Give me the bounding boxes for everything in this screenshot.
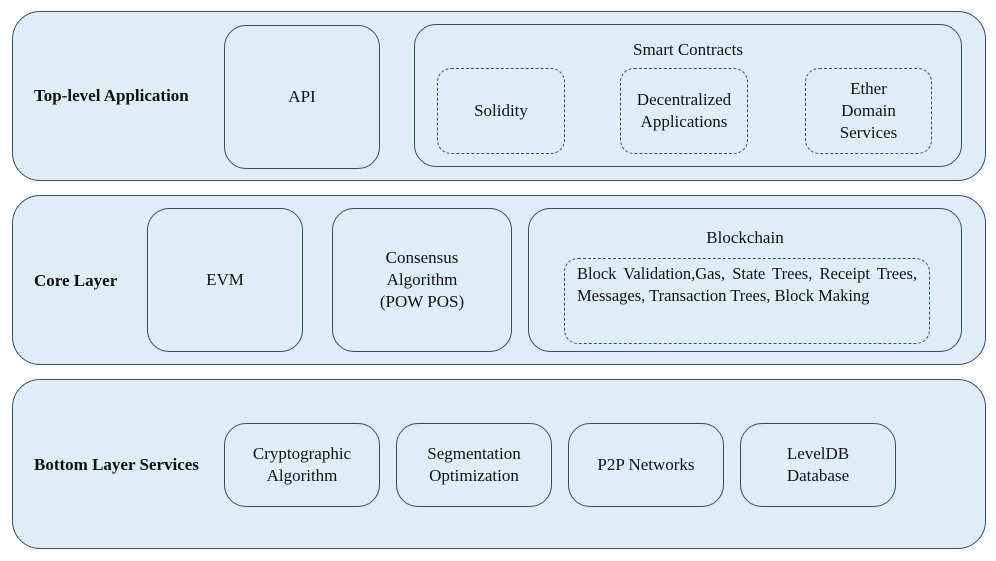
blockchain-group: Blockchain [528,208,962,352]
ether-domain-services-box: Ether Domain Services [805,68,932,154]
segmentation-optimization-box: Segmentation Optimization [396,423,552,507]
smart-contracts-title: Smart Contracts [632,40,743,59]
bottom-layer-services-label: Bottom Layer Services [34,455,199,474]
api-box: API [224,25,380,169]
cryptographic-algorithm-box: Cryptographic Algorithm [224,423,380,507]
core-layer-label: Core Layer [34,271,118,290]
blockchain-title: Blockchain [706,228,784,247]
leveldb-database-box: LevelDB Database [740,423,896,507]
evm-box: EVM [147,208,303,352]
blockchain-details-box: Block Validation,Gas, State Trees, Recei… [564,258,930,344]
top-level-application-label: Top-level Application [34,86,189,105]
consensus-algorithm-box: Consensus Algorithm (POW POS) [332,208,512,352]
smart-contracts-group: Smart Contracts [414,24,962,167]
decentralized-applications-box: Decentralized Applications [620,68,748,154]
p2p-networks-box: P2P Networks [568,423,724,507]
solidity-box: Solidity [437,68,565,154]
